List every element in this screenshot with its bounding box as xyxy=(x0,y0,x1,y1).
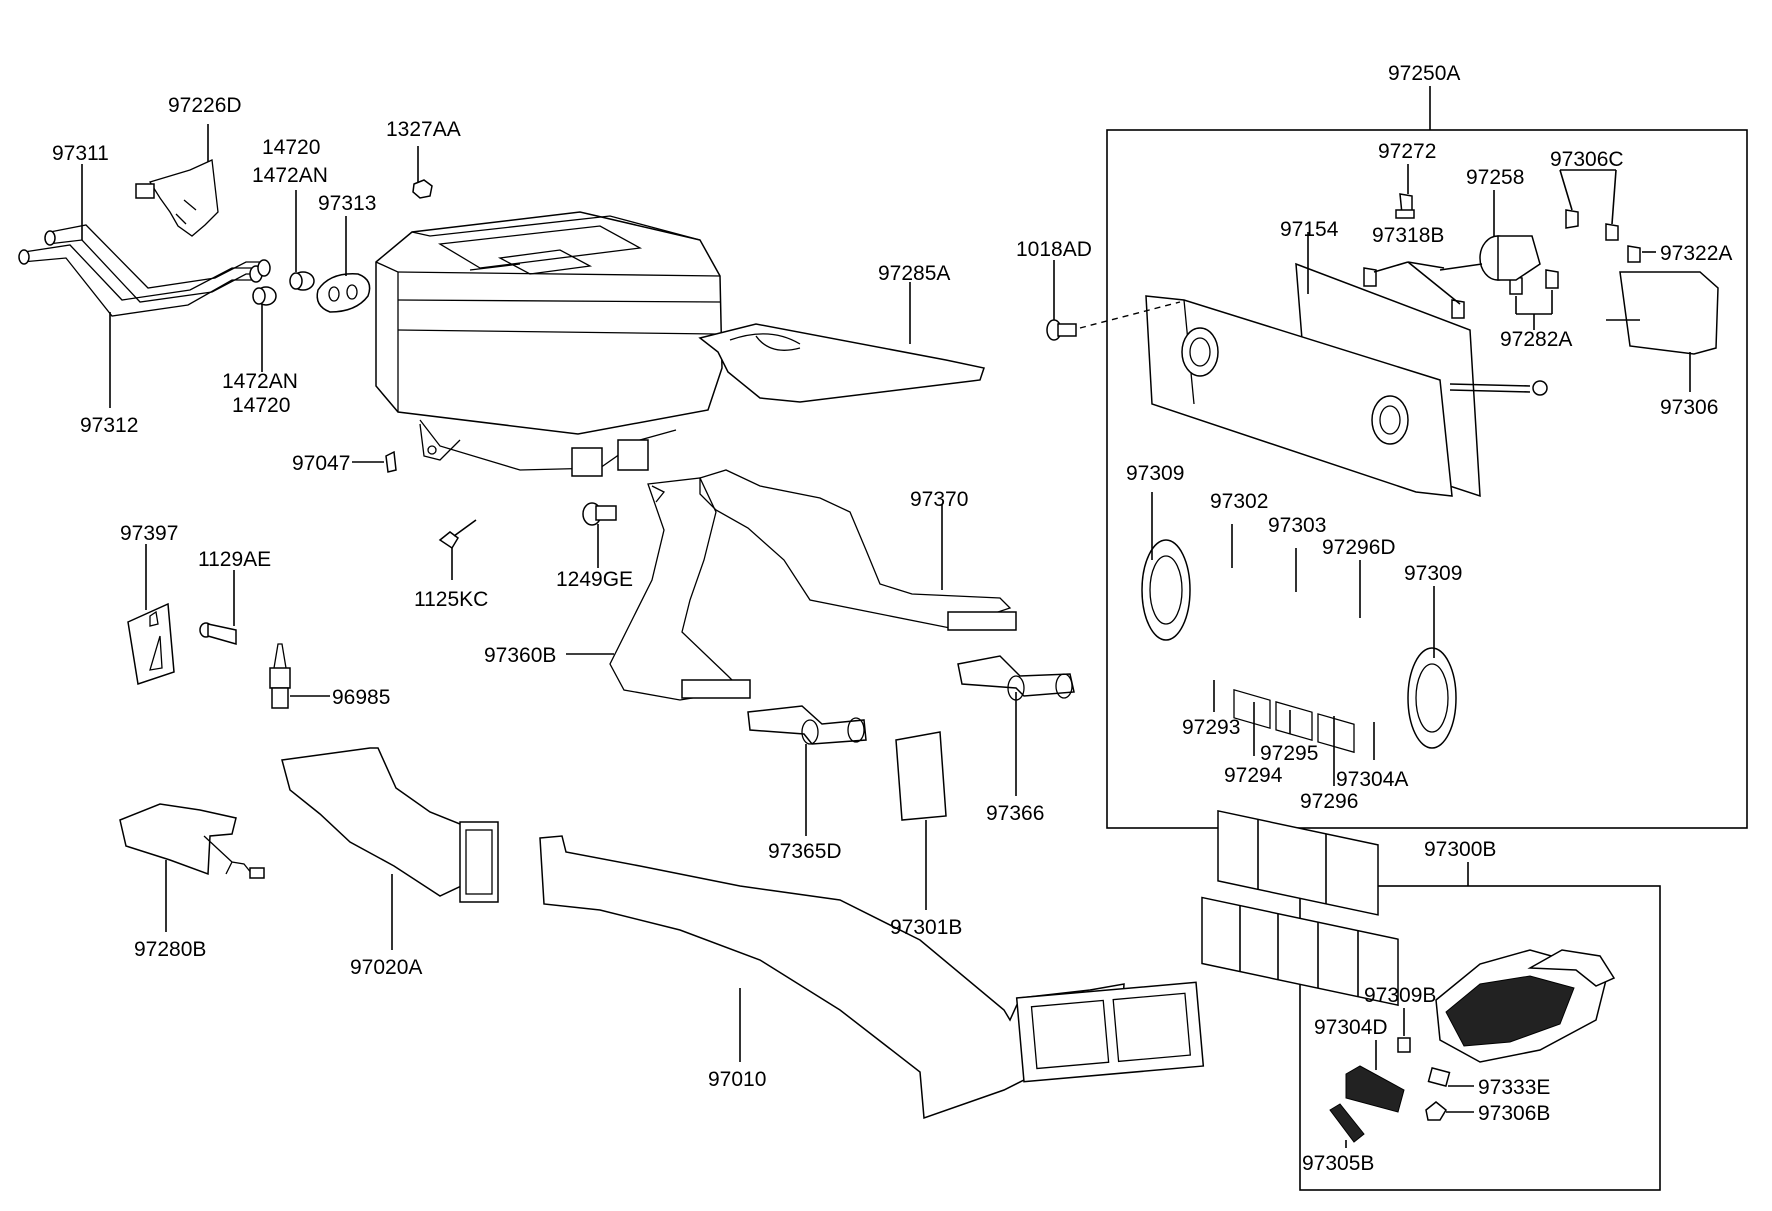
control-panel-part xyxy=(1145,262,1548,754)
duct-97370-part xyxy=(651,469,1017,631)
label-97306: 97306 xyxy=(1660,396,1718,419)
label-97309B: 97309B xyxy=(1364,984,1436,1007)
remote-unit-box xyxy=(1299,885,1661,1191)
label-97309-right: 97309 xyxy=(1404,562,1462,585)
label-97293: 97293 xyxy=(1182,716,1240,739)
label-97280B: 97280B xyxy=(134,938,206,961)
label-97303: 97303 xyxy=(1268,514,1326,537)
label-97296: 97296 xyxy=(1300,790,1358,813)
duct-97366-part xyxy=(957,655,1075,701)
knob-97309-right-part xyxy=(1407,647,1457,749)
leader-lines xyxy=(81,124,1691,1148)
grommet-part xyxy=(316,273,371,313)
label-14720-top: 14720 xyxy=(262,136,320,159)
label-97365D: 97365D xyxy=(768,840,842,863)
heater-unit-part xyxy=(375,211,723,477)
remote-unit-part xyxy=(1435,949,1616,1063)
label-1018AD: 1018AD xyxy=(1016,238,1092,261)
clip-part xyxy=(385,450,397,473)
label-97305B: 97305B xyxy=(1302,1152,1374,1175)
label-1472AN-top: 1472AN xyxy=(252,164,328,187)
duct-97020A-part xyxy=(281,747,499,903)
label-97295: 97295 xyxy=(1260,742,1318,765)
label-97397: 97397 xyxy=(120,522,178,545)
heater-pipe-part xyxy=(18,224,271,317)
button-97304D-part xyxy=(1345,1065,1405,1113)
label-1125KC: 1125KC xyxy=(414,588,488,611)
label-97301B: 97301B xyxy=(890,916,962,939)
screw-1018AD-part xyxy=(1046,301,1181,341)
label-96985: 96985 xyxy=(332,686,390,709)
label-97047: 97047 xyxy=(292,452,350,475)
cap-97306B-part xyxy=(1425,1101,1447,1121)
label-97333E: 97333E xyxy=(1478,1076,1550,1099)
clamp-part xyxy=(252,271,315,306)
button-group-upper-part xyxy=(1217,809,1379,916)
label-97294: 97294 xyxy=(1224,764,1283,787)
label-97300B: 97300B xyxy=(1424,838,1496,861)
nut-part xyxy=(412,179,433,199)
label-97020A: 97020A xyxy=(350,956,422,979)
label-97010: 97010 xyxy=(708,1068,766,1091)
label-1249GE: 1249GE xyxy=(556,568,633,591)
label-97306B: 97306B xyxy=(1478,1102,1550,1125)
screw-1249GE-part xyxy=(582,502,617,526)
screw-1125KC-part xyxy=(438,519,477,550)
duct-97360B-part xyxy=(609,477,751,701)
label-97370: 97370 xyxy=(910,488,968,511)
label-97360B: 97360B xyxy=(484,644,556,667)
bolt-1129AE-part xyxy=(199,622,237,645)
control-panel-box xyxy=(1106,129,1748,829)
label-97312: 97312 xyxy=(80,414,138,437)
label-1327AA: 1327AA xyxy=(386,118,461,141)
duct-97010-part xyxy=(539,835,1205,1120)
label-97311: 97311 xyxy=(52,142,109,165)
bracket-part xyxy=(135,159,219,237)
label-1472AN-bot: 1472AN xyxy=(222,370,298,393)
label-97226D: 97226D xyxy=(168,94,242,117)
label-97304A: 97304A xyxy=(1336,768,1408,791)
label-1129AE: 1129AE xyxy=(198,548,271,571)
duct-97365D-part xyxy=(747,705,867,745)
label-97306C: 97306C xyxy=(1550,148,1624,171)
duct-97285A-part xyxy=(698,323,985,403)
button-group-lower-part xyxy=(1201,896,1399,1007)
label-97296D: 97296D xyxy=(1322,536,1396,559)
pad-97301B-part xyxy=(895,731,947,821)
label-97366: 97366 xyxy=(986,802,1044,825)
label-97313: 97313 xyxy=(318,192,376,215)
label-97318B: 97318B xyxy=(1372,224,1444,247)
mount-97280B-part xyxy=(119,803,265,879)
part-number-labels: 97250A 97226D 97311 14720 1472AN 97313 1… xyxy=(52,62,1732,1175)
module-97306-part xyxy=(1606,271,1719,355)
label-97272: 97272 xyxy=(1378,140,1436,163)
switch-97333E-part xyxy=(1427,1066,1451,1088)
label-97302: 97302 xyxy=(1210,490,1268,513)
label-97154: 97154 xyxy=(1280,218,1339,241)
label-97258: 97258 xyxy=(1466,166,1524,189)
sensor-96985-part xyxy=(269,643,291,709)
label-97285A: 97285A xyxy=(878,262,950,285)
bracket-97397-part xyxy=(127,602,175,685)
motor-97258-part xyxy=(1439,235,1541,281)
label-97282A: 97282A xyxy=(1500,328,1572,351)
label-97322A: 97322A xyxy=(1660,242,1732,265)
label-97309-left: 97309 xyxy=(1126,462,1184,485)
label-97304D: 97304D xyxy=(1314,1016,1388,1039)
bulb-97309B-part xyxy=(1397,1037,1411,1053)
label-14720-bot: 14720 xyxy=(232,394,290,417)
knob-97305B-part xyxy=(1329,1103,1365,1143)
knob-97309-left-part xyxy=(1141,539,1191,641)
label-97250A: 97250A xyxy=(1388,62,1460,85)
